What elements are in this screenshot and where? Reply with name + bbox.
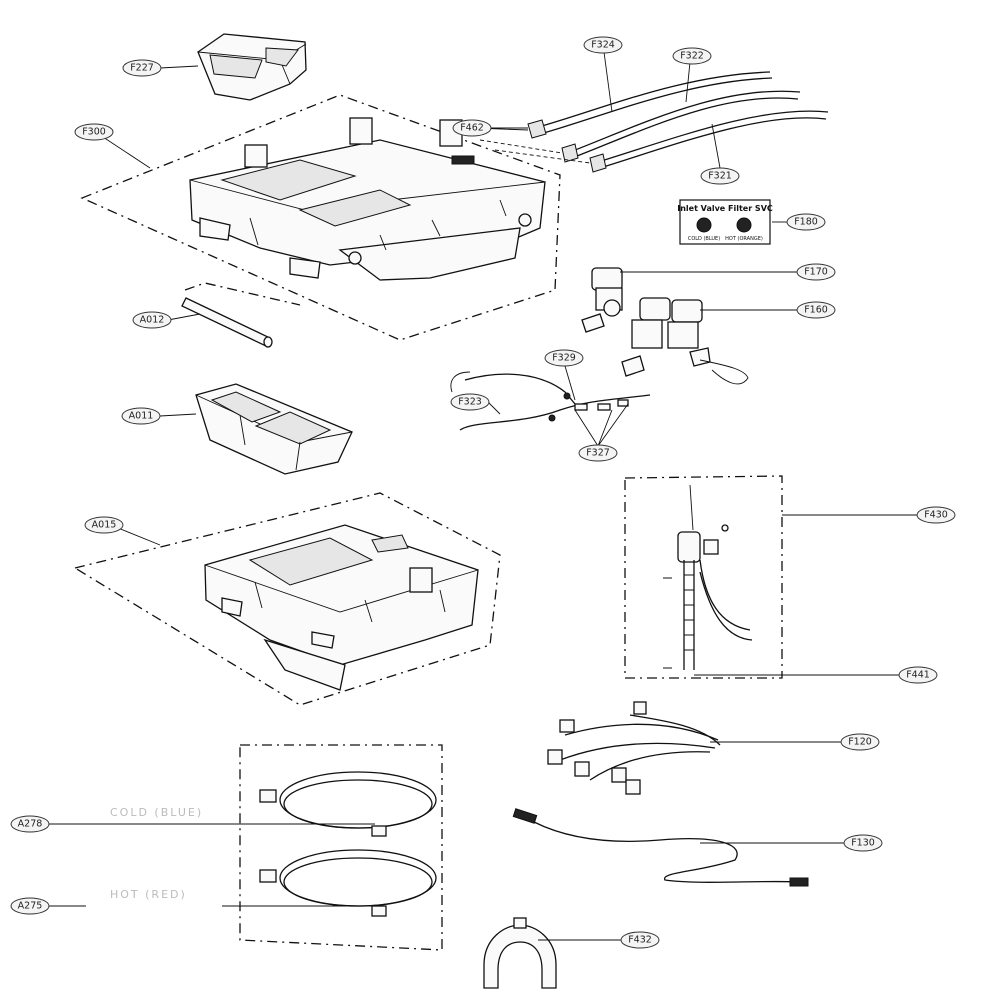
svg-text:A011: A011 (129, 411, 154, 422)
tube-a012 (181, 282, 301, 348)
callout-f180: F180 (786, 213, 826, 231)
callout-a012: A012 (132, 311, 172, 329)
drawer-assembly-a015 (73, 492, 501, 706)
callout-f120: F120 (840, 733, 880, 751)
callout-f300: F300 (74, 123, 114, 141)
svg-text:F430: F430 (924, 510, 948, 521)
callout-f430: F430 (916, 506, 956, 524)
svg-text:F130: F130 (851, 838, 875, 849)
svg-text:F227: F227 (130, 63, 154, 74)
hose-bracket-f432 (483, 917, 557, 989)
svg-text:A015: A015 (92, 520, 117, 531)
svg-text:F322: F322 (680, 51, 704, 62)
svg-text:F180: F180 (794, 217, 818, 228)
dispenser-tray-a011 (195, 383, 353, 475)
svg-text:F323: F323 (458, 397, 482, 408)
callout-f462: F462 (452, 119, 492, 137)
callout-a015: A015 (84, 516, 124, 534)
svg-text:A275: A275 (18, 901, 43, 912)
water-inlet-valves (581, 267, 749, 385)
wire-harness-f120 (547, 701, 721, 795)
svg-text:F160: F160 (804, 305, 828, 316)
callout-f227: F227 (122, 59, 162, 77)
svg-text:F321: F321 (708, 171, 732, 182)
svg-text:F327: F327 (586, 448, 610, 459)
cold-hose-caption: COLD (BLUE) (110, 806, 203, 819)
hot-hose-caption: HOT (RED) (110, 888, 187, 901)
svg-text:F441: F441 (906, 670, 930, 681)
dispenser-tray-f227 (197, 33, 307, 101)
callout-f329: F329 (544, 349, 584, 367)
svg-text:A278: A278 (18, 819, 43, 830)
svg-text:F462: F462 (460, 123, 484, 134)
svg-text:F170: F170 (804, 267, 828, 278)
callout-f160: F160 (796, 301, 836, 319)
callout-f322: F322 (672, 47, 712, 65)
svg-text:A012: A012 (140, 315, 165, 326)
callout-f170: F170 (796, 263, 836, 281)
filter-sign-hot-caption: HOT (ORANGE) (725, 236, 763, 242)
callout-a011: A011 (121, 407, 161, 425)
svg-text:F300: F300 (82, 127, 106, 138)
callout-f321: F321 (700, 167, 740, 185)
inlet-hoses-box: COLD (BLUE) HOT (RED) (110, 744, 443, 951)
svg-text:F329: F329 (552, 353, 576, 364)
leader-lines (48, 51, 918, 941)
callout-f432: F432 (620, 931, 660, 949)
filter-sign-title: Inlet Valve Filter SVC (677, 204, 773, 213)
callout-f327: F327 (578, 444, 618, 462)
callout-f441: F441 (898, 666, 938, 684)
callout-a275: A275 (10, 897, 50, 915)
callout-f324: F324 (583, 36, 623, 54)
dispenser-housing-f300 (80, 94, 561, 341)
inlet-valve-filter-sign: Inlet Valve Filter SVC COLD (BLUE) HOT (… (677, 199, 773, 245)
callout-f130: F130 (843, 834, 883, 852)
sensor-wire-f323 (450, 371, 651, 431)
drain-hose-assembly-f430 (624, 475, 783, 679)
callout-a278: A278 (10, 815, 50, 833)
filter-sign-cold-caption: COLD (BLUE) (688, 236, 720, 242)
cable-f130 (512, 808, 809, 887)
callout-f323: F323 (450, 393, 490, 411)
inlet-hoses (474, 71, 829, 173)
svg-text:F324: F324 (591, 40, 615, 51)
svg-text:F432: F432 (628, 935, 652, 946)
svg-text:F120: F120 (848, 737, 872, 748)
